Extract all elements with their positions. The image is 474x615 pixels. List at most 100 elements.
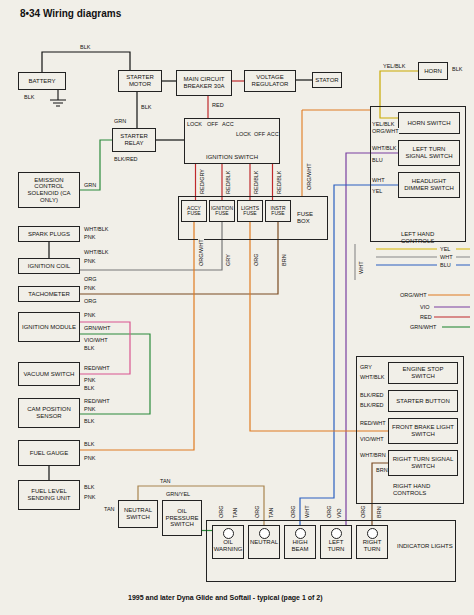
wire-color: BRN [376,506,382,518]
component-label: STATOR [315,77,338,84]
wire-connector [221,164,222,200]
wire-color: BLK/RED [360,392,384,398]
switch-position: LOCK [187,121,202,127]
component-box: ENGINE STOP SWITCH [388,362,458,384]
component-label: SPARK PLUGS [28,231,70,238]
wire-color: WHT [304,505,310,518]
component-label: RIGHT TURN [359,539,385,552]
wire [434,316,470,317]
wire-color: ORG/WHT [372,128,399,134]
wire-color: BLU [372,157,383,163]
component-label: LEFT TURN SIGNAL SWITCH [401,146,457,159]
wire-color: VIO/WHT [360,436,384,442]
wire-color: BLK [84,345,94,351]
wire-color: RED/BLK [253,170,259,194]
wire-color: PNK [84,455,95,461]
component-group: INDICATOR LIGHTSOIL WARNINGNEUTRALHIGH B… [206,520,456,582]
component-label: STARTER RELAY [115,133,153,146]
wire-connector [48,466,49,480]
wire-connector [300,185,398,525]
component-label: IGNITION COIL [28,263,70,270]
component-box: LEFT TURN SIGNAL SWITCH [398,140,460,166]
component-box: IGNITION COIL [18,258,80,274]
component-box: STARTER MOTOR [118,70,162,92]
wire-color: GRN/WHT [84,325,110,331]
component-label: VOLTAGE REGULATOR [247,74,293,87]
wire-color: ORG/WHT [306,163,312,190]
wire-connector [80,222,222,270]
component-label: FUSE BOX [297,211,327,224]
component-label: NEUTRAL SWITCH [121,507,155,520]
wire-color: BLK [80,44,90,50]
component-label: MAIN CIRCUIT BREAKER 30A [179,76,229,89]
wire-color: RED [212,102,224,108]
wire-color: RED/BLK [225,170,231,194]
component-label: EMISSION CONTROL SOLENOID (CA ONLY) [21,177,77,203]
component-label: RIGHT HAND CONTROLS [393,483,463,496]
wire [354,244,355,280]
component-box: MAIN CIRCUIT BREAKER 30A [176,70,232,96]
wire-color: ORG [253,253,259,266]
component-label: LIGHTS FUSE [238,206,262,217]
wire-connector [250,222,388,431]
wire-color: RED/WHT [84,365,110,371]
wire-color: ORG [84,276,97,282]
wire-color: ORG [218,505,224,518]
wire-color: GRN [114,118,126,124]
wire-color: BLK [84,441,94,447]
wire-color: PNK [84,285,95,291]
wire-color: PNK [84,234,95,240]
component-label: HIGH BEAM [287,539,313,552]
wire-color: YEL/BLK [383,63,405,69]
wire-connector [80,322,130,374]
component-box: ACCY FUSE [181,200,207,222]
wire-connector [202,530,212,531]
wire-color: ORG/WHT [400,292,427,298]
wire-color: TAN [160,478,171,484]
component-box: CAM POSITION SENSOR [18,398,80,428]
component-label: ACCY FUSE [182,206,206,217]
wire-color: VIO [336,509,342,518]
wire-color: WHT/BLK [360,374,384,380]
wire-color: YEL/BLK [372,121,394,127]
wire-color: BRN [376,467,388,473]
component-box: HORN SWITCH [398,112,460,134]
wire-color: ORG [326,505,332,518]
wire-color: PNK [84,494,95,500]
wire-connector [80,222,194,450]
component-box: HEADLIGHT DIMMER SWITCH [398,172,460,198]
component-box: FUEL GAUGE [18,440,80,466]
wire-color: GRY [360,364,372,370]
indicator-lamp: LEFT TURN [320,525,352,559]
component-box: EMISSION CONTROL SOLENOID (CA ONLY) [18,172,80,208]
wire-color: WHT [358,261,364,274]
switch-position: ACC [222,121,234,127]
wire-color: ORG [360,505,366,518]
indicator-lamp: OIL WARNING [212,525,244,559]
wire-color: GRN/YEL [166,491,190,497]
wire-color: ORG [254,505,260,518]
component-label: IGNITION FUSE [210,206,234,217]
wire-color: PNK [84,406,95,412]
indicator-lamp: HIGH BEAM [284,525,316,559]
component-label: NEUTRAL [250,539,278,546]
component-label: INSTR FUSE [266,206,290,217]
component-box: TACHOMETER [18,286,80,302]
wire-color: BLK [84,418,94,424]
wire [434,306,470,307]
wire-connector [80,222,278,294]
wire-color: TAN [104,506,115,512]
component-box: LIGHTS FUSE [237,200,263,222]
wire-color: WHT/BLK [84,226,108,232]
component-label: OIL WARNING [214,539,243,552]
wire-connector [296,79,312,80]
component-label: TACHOMETER [28,291,70,298]
wire-color: RED [420,314,432,320]
page-title: 8•34 Wiring diagrams [20,8,121,19]
wire [376,256,470,257]
wire-color: RED/WHT [360,420,386,426]
wire-color: PNK [84,258,95,264]
